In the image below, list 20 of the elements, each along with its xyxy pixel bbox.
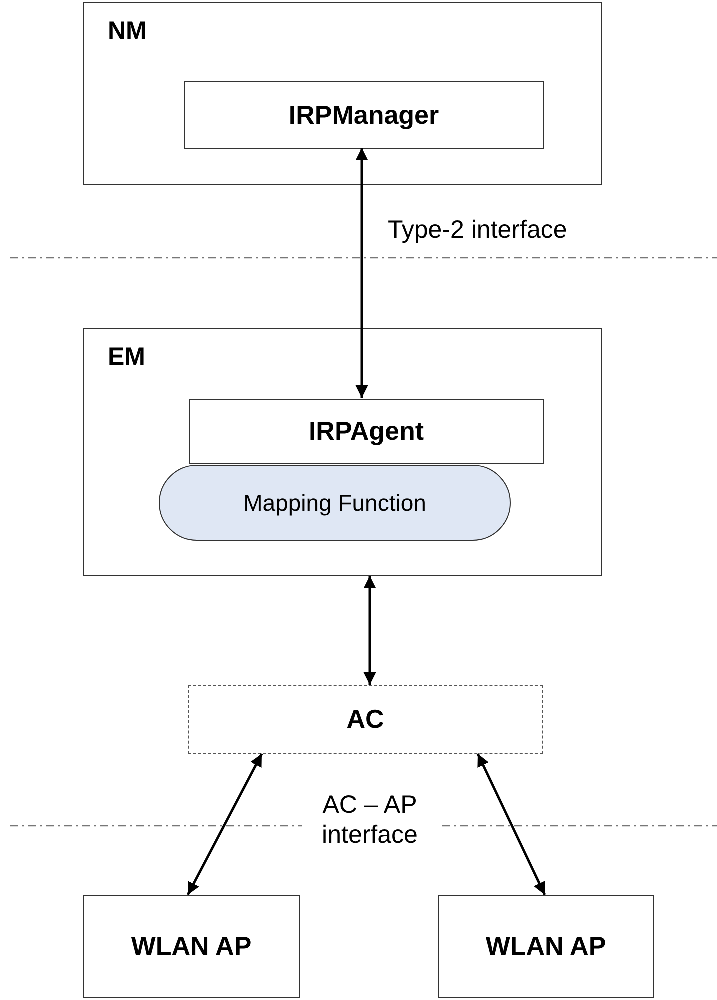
container-box: [83, 328, 602, 576]
component-box: [189, 399, 544, 464]
double-arrow: [476, 753, 546, 896]
dashed-box: [188, 685, 543, 754]
access-point-box: [438, 895, 654, 998]
double-arrow: [364, 576, 376, 685]
node-label: IRPManager: [288, 98, 440, 132]
node-label: IRPAgent: [308, 415, 424, 448]
component-box: [184, 81, 544, 149]
access-point-box: [83, 895, 300, 998]
node-label: WLAN AP: [486, 930, 606, 963]
container-box: [83, 2, 602, 185]
node-label: Mapping Function: [244, 488, 426, 518]
double-arrow: [186, 753, 264, 896]
double-arrow: [356, 148, 368, 398]
edge-label: Type-2 interface: [388, 218, 568, 243]
node-label: AC: [346, 703, 384, 736]
node-label: WLAN AP: [131, 930, 252, 963]
node-label: EM: [108, 342, 146, 373]
node-label: NM: [108, 16, 147, 47]
